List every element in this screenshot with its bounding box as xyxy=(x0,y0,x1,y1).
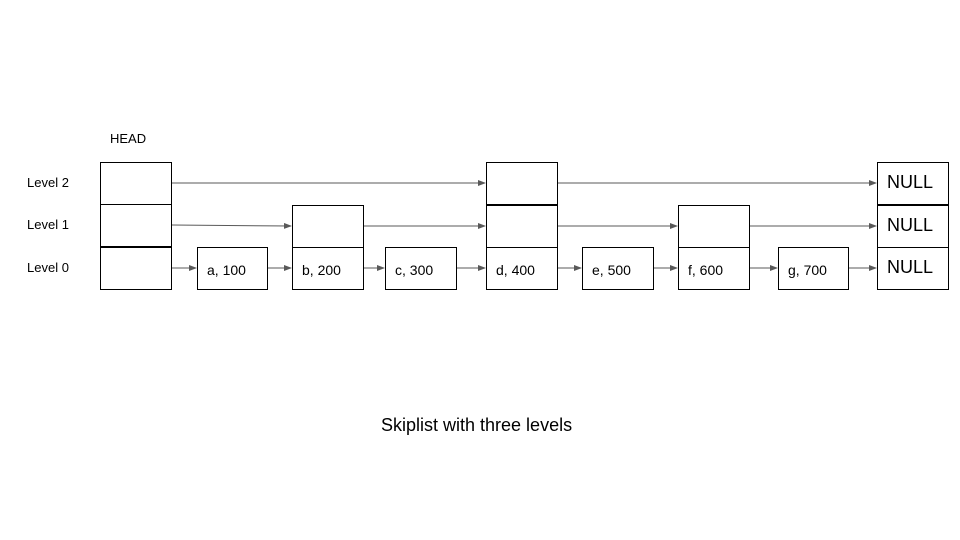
level-0-label: Level 0 xyxy=(27,260,69,275)
node-g-level-0: g, 700 xyxy=(778,247,849,290)
node-a-level-0: a, 100 xyxy=(197,247,268,290)
head-label: HEAD xyxy=(110,131,147,146)
arrow-head-to-b-level1 xyxy=(171,222,292,229)
node-e-label: e, 500 xyxy=(592,262,631,278)
node-d-level-2 xyxy=(486,162,558,205)
null-level-1-label: NULL xyxy=(887,215,934,235)
null-level-2-cell: NULL xyxy=(877,162,949,205)
node-a-label: a, 100 xyxy=(207,262,246,278)
node-d-level-0: d, 400 xyxy=(486,247,558,290)
head-level-0-cell xyxy=(100,246,172,290)
level-1-label: Level 1 xyxy=(27,217,69,232)
node-b-level-1 xyxy=(292,205,364,248)
null-level-2-label: NULL xyxy=(887,172,934,192)
node-c-label: c, 300 xyxy=(395,262,434,278)
node-c-level-0: c, 300 xyxy=(385,247,457,290)
node-f-level-0: f, 600 xyxy=(678,247,750,290)
diagram-caption: Skiplist with three levels xyxy=(381,415,573,435)
null-level-1-cell: NULL xyxy=(877,204,949,248)
node-d-level-1 xyxy=(486,204,558,248)
null-level-0-cell: NULL xyxy=(877,247,949,290)
node-f-label: f, 600 xyxy=(688,262,724,278)
node-d-label: d, 400 xyxy=(496,262,535,278)
node-f-level-1 xyxy=(678,205,750,248)
node-e-level-0: e, 500 xyxy=(582,247,654,290)
head-level-2-cell xyxy=(100,162,172,205)
level-2-label: Level 2 xyxy=(27,175,69,190)
node-g-label: g, 700 xyxy=(788,262,827,278)
null-level-0-label: NULL xyxy=(887,257,934,277)
head-level-1-cell xyxy=(100,204,172,247)
node-b-label: b, 200 xyxy=(302,262,341,278)
node-b-level-0: b, 200 xyxy=(292,247,364,290)
